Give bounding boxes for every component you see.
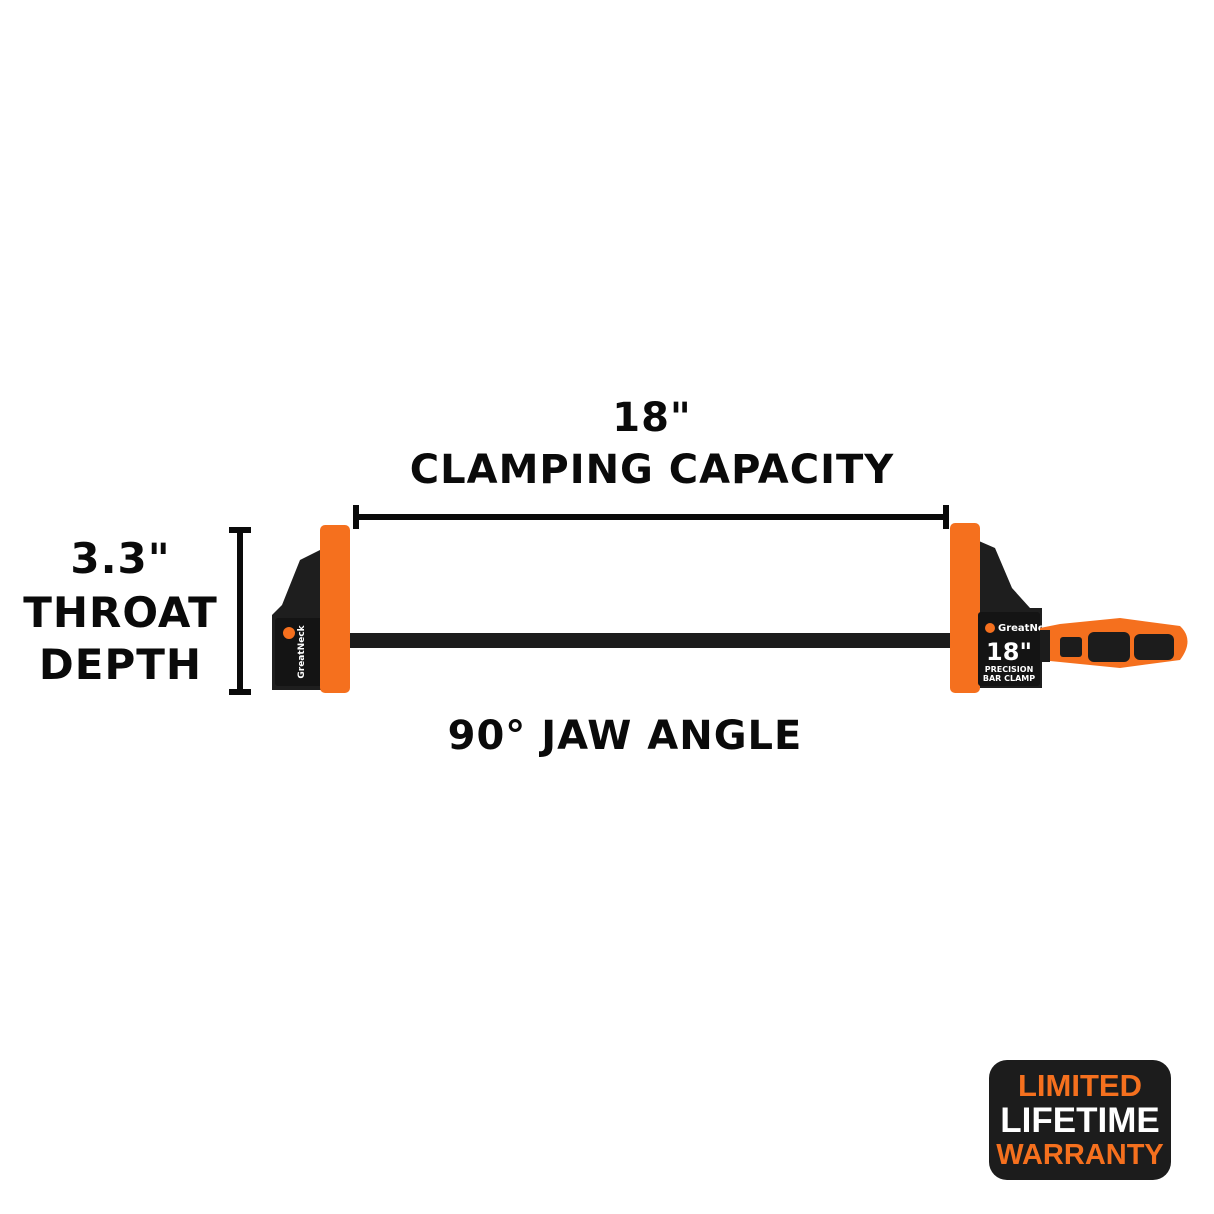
left-jaw: GreatNeck — [272, 525, 350, 693]
throat-depth-value: 3.3" — [70, 534, 171, 583]
throat-depth-label-line2: DEPTH — [38, 640, 203, 689]
clamp-bar — [336, 633, 956, 648]
left-jaw-brand: GreatNeck — [297, 624, 307, 678]
right-jaw-brand: GreatNeck — [998, 623, 1058, 634]
clamping-capacity-label: CLAMPING CAPACITY — [409, 447, 895, 493]
warranty-badge-line3: WARRANTY — [996, 1139, 1164, 1171]
clamp-handle — [1040, 618, 1188, 668]
clamp-label-line2: BAR CLAMP — [983, 674, 1035, 683]
clamp-label-line1: PRECISION — [985, 665, 1034, 674]
jaw-angle-label: 90° JAW ANGLE — [447, 713, 803, 759]
brand-logo-icon — [985, 623, 995, 633]
warranty-badge-line2: LIFETIME — [1000, 1101, 1160, 1140]
throat-dimension-line — [229, 527, 251, 695]
clamp-size-label: 18" — [986, 638, 1032, 666]
right-jaw: GreatNeck 18" PRECISION BAR CLAMP — [950, 523, 1058, 693]
warranty-badge-line1: LIMITED — [1018, 1068, 1142, 1103]
clamping-capacity-value: 18" — [612, 395, 692, 441]
capacity-dimension-line — [353, 505, 949, 529]
throat-depth-label-line1: THROAT — [23, 588, 218, 637]
warranty-badge: LIMITED LIFETIME WARRANTY — [989, 1060, 1171, 1180]
brand-logo-icon — [283, 627, 295, 639]
